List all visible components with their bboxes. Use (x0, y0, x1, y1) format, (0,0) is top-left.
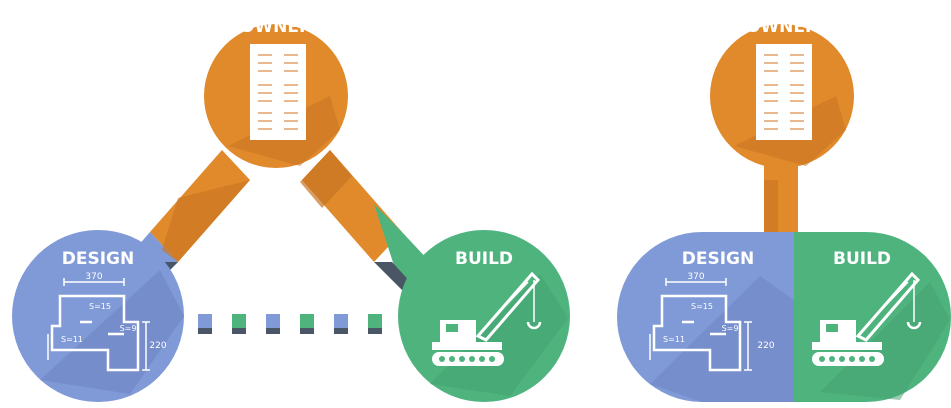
build-label-right: BUILD (833, 249, 891, 269)
owner-label-right: OWNER (746, 17, 818, 37)
design-node: DESIGN 370 S=15 S=9 S=11 220 (12, 230, 184, 402)
spreadsheet-document-icon (756, 44, 812, 140)
plan-width-label: 370 (85, 272, 102, 282)
plan-area-s11: S=11 (61, 335, 83, 344)
owner-label: OWNER (240, 17, 312, 37)
build-label: BUILD (455, 249, 513, 269)
plan-height-label-right: 220 (757, 341, 774, 351)
design-build-delivery-diagram: OWNER DES (617, 17, 951, 402)
plan-area-s15-right: S=15 (691, 302, 713, 311)
floor-plan-icon (649, 278, 752, 372)
spreadsheet-document-icon (250, 44, 306, 140)
crane-icon (812, 271, 922, 366)
design-label: DESIGN (62, 249, 134, 269)
traditional-delivery-diagram: OWNER DESIGN (12, 17, 570, 402)
plan-area-s9-right: S=9 (722, 324, 739, 333)
plan-area-s11-right: S=11 (663, 335, 685, 344)
plan-area-s9: S=9 (120, 324, 137, 333)
build-node: BUILD (398, 230, 570, 402)
crane-icon (432, 271, 542, 366)
owner-node: OWNER (204, 17, 348, 168)
owner-build-link (300, 150, 430, 290)
plan-height-label: 220 (149, 341, 166, 351)
design-build-gap (198, 314, 382, 334)
plan-area-s15: S=15 (89, 302, 111, 311)
design-build-pill: DESIGN BUILD 370 S=15 S=9 S=11 220 (617, 232, 951, 402)
owner-node-right: OWNER (710, 17, 854, 168)
plan-width-label-right: 370 (687, 272, 704, 282)
floor-plan-icon (47, 278, 150, 372)
design-label-right: DESIGN (682, 249, 754, 269)
